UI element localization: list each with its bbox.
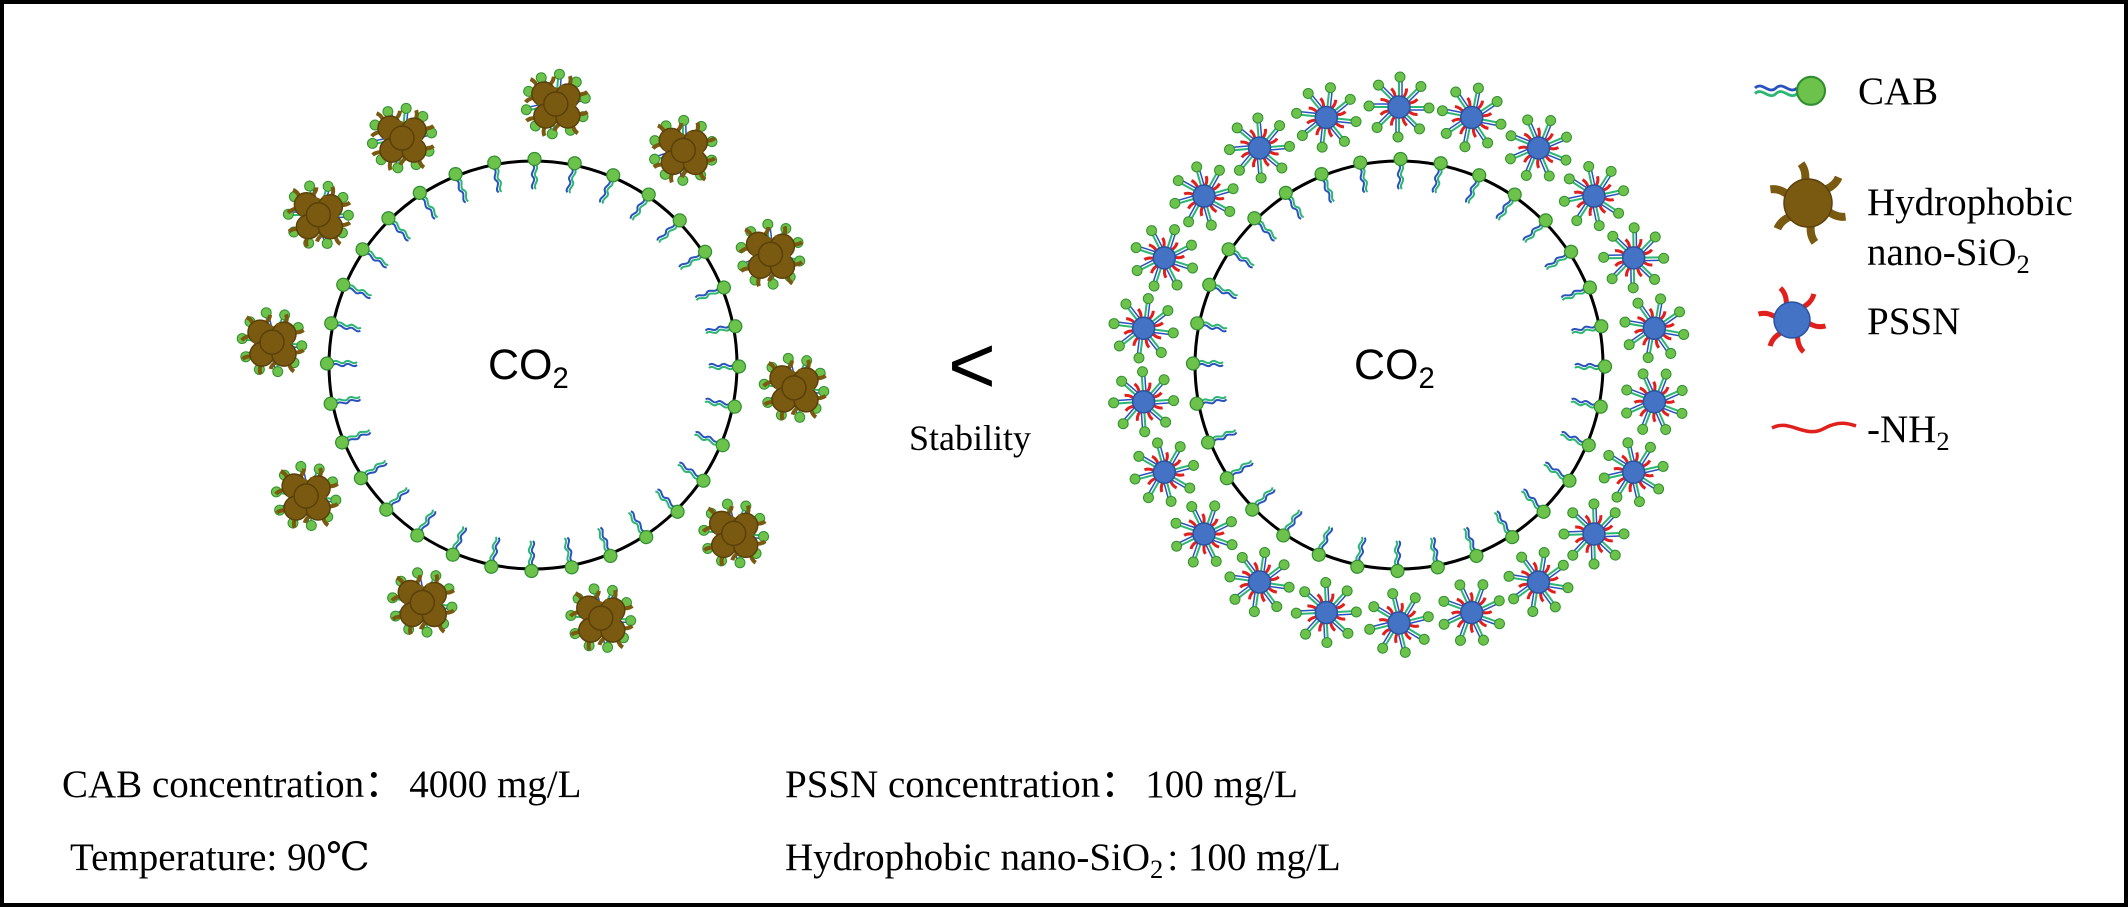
pssn-particle <box>1621 460 1646 484</box>
cab-molecule <box>558 535 581 576</box>
brown-particle <box>588 605 614 631</box>
pssn-particle <box>1152 460 1177 484</box>
pssn-particle <box>1582 522 1606 546</box>
brown-particle <box>293 483 319 509</box>
cab-molecule <box>1427 154 1450 195</box>
stability-label: Stability <box>909 418 1032 458</box>
cab-molecule <box>708 359 747 374</box>
legend-hydrophobic-sio2-icon <box>1770 163 1847 243</box>
pssn-particle <box>1642 316 1667 341</box>
pssn-particle <box>1314 600 1339 625</box>
pssn-particle <box>1247 570 1272 594</box>
pssn-particle <box>1526 570 1551 594</box>
legend-pssn-particle <box>1773 301 1811 339</box>
cab-molecule <box>485 154 508 195</box>
pssn-particle <box>1314 105 1339 130</box>
brown-particle <box>305 201 332 228</box>
cab-molecule <box>527 151 542 190</box>
cab-molecule <box>561 154 584 195</box>
brown-particle <box>670 137 697 164</box>
legend-hydrophobic-label: Hydrophobic nano-SiO2 <box>1867 181 2073 280</box>
cab-molecule <box>1569 317 1610 340</box>
brown-particle <box>757 241 784 268</box>
right-bubble-label: CO2 <box>1354 341 1435 396</box>
pssn-concentration-label: PSSN concentration：100 mg/L <box>785 763 1298 806</box>
legend-cab-icon <box>1754 75 1827 106</box>
pssn-particle <box>1192 184 1216 208</box>
cab-molecule <box>703 393 744 416</box>
brown-particle <box>409 589 436 616</box>
pssn-particle <box>1582 184 1606 208</box>
brown-particle <box>259 329 285 355</box>
legend-nh2-label: -NH2 <box>1867 408 1950 457</box>
legend-nh2-icon <box>1771 421 1857 434</box>
legend-pssn-label: PSSN <box>1867 300 1961 343</box>
pssn-particle <box>1387 611 1411 635</box>
pssn-particle-ring <box>1107 71 1691 660</box>
cab-molecule <box>1569 393 1610 416</box>
pssn-particle <box>1621 246 1646 270</box>
cab-molecule <box>322 314 363 337</box>
pssn-particle <box>1459 105 1484 130</box>
legend-cab-label: CAB <box>1858 70 1939 113</box>
brown-particle <box>543 91 569 117</box>
legend-pssn-icon <box>1758 287 1826 352</box>
comparison-symbol: < <box>948 320 996 411</box>
pssn-particle <box>1459 600 1484 625</box>
brown-particle <box>389 125 415 151</box>
cab-molecule <box>524 540 539 579</box>
temperature-label: Temperature: 90℃ <box>70 836 370 879</box>
brown-particle-clusters <box>235 67 831 655</box>
left-bubble-label: CO2 <box>488 341 569 396</box>
brown-particle <box>781 375 807 401</box>
pssn-particle <box>1131 389 1156 414</box>
cab-molecule <box>1348 535 1371 576</box>
pssn-particle <box>1131 316 1156 341</box>
cab-molecule <box>703 317 744 340</box>
cab-molecule <box>1188 314 1229 337</box>
cab-molecule <box>1393 151 1408 190</box>
cab-molecule <box>1574 359 1613 374</box>
pssn-particle <box>1192 522 1216 546</box>
cab-molecule <box>1351 154 1374 195</box>
cab-molecule <box>1424 535 1447 576</box>
brown-particle <box>720 520 747 547</box>
pssn-particle <box>1247 136 1272 160</box>
cab-molecule <box>1185 356 1224 371</box>
pssn-particle <box>1642 389 1667 414</box>
cab-molecule <box>1390 540 1405 579</box>
legend-brown-particle <box>1783 178 1833 228</box>
pssn-particle <box>1152 246 1177 270</box>
pssn-particle <box>1387 95 1411 119</box>
pssn-particle <box>1526 136 1551 160</box>
cab-molecule <box>1188 390 1229 413</box>
cab-concentration-label: CAB concentration：4000 mg/L <box>62 763 582 806</box>
cab-molecule <box>322 390 363 413</box>
cab-molecule <box>482 535 505 576</box>
cab-molecule <box>319 356 358 371</box>
sio2-concentration-label: Hydrophobic nano-SiO2: 100 mg/L <box>785 836 1341 885</box>
